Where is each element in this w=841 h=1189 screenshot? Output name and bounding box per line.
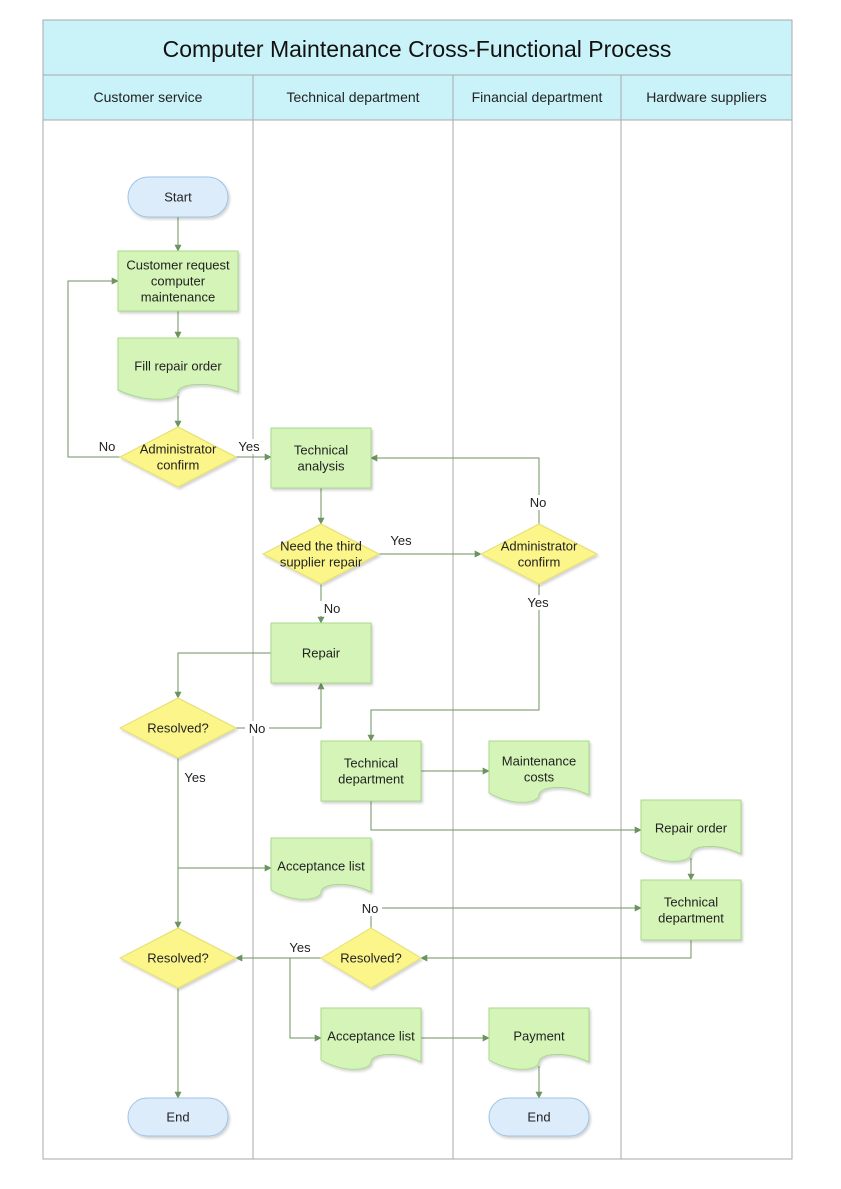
edge-label-background — [288, 940, 312, 955]
node-label: confirm — [157, 458, 200, 473]
connector-resolved2-tech_dept2 — [370, 904, 642, 928]
node-label: End — [166, 1110, 189, 1125]
node-label: Need the third — [280, 539, 362, 554]
edge-label-background — [358, 901, 382, 916]
diagram-title: Computer Maintenance Cross-Functional Pr… — [163, 36, 672, 62]
node-label: computer — [151, 274, 206, 289]
repair-process: Repair — [270, 622, 372, 684]
edge-label-background — [389, 533, 413, 548]
connector-tech_dept2-resolved2 — [420, 940, 692, 962]
edge-label-background — [183, 770, 207, 785]
end1-terminal: End — [127, 1097, 229, 1137]
connector-admin2-tech_analysis — [370, 454, 540, 524]
accept1-document: Acceptance list — [270, 837, 372, 900]
start-terminal: Start — [127, 176, 229, 218]
payment-document: Payment — [488, 1007, 590, 1070]
lane-header-customer-service: Customer service — [94, 89, 203, 105]
repair-order-document: Repair order — [640, 799, 742, 862]
resolved3-decision: Resolved? — [118, 927, 238, 989]
node-label: Acceptance list — [327, 1029, 415, 1044]
node-label: analysis — [298, 459, 345, 474]
edge-label-no: No — [99, 439, 116, 454]
lane-header-financial-department: Financial department — [472, 89, 603, 105]
node-label: Resolved? — [147, 951, 208, 966]
node-label: Technical — [664, 895, 718, 910]
lane-header-hardware-suppliers: Hardware suppliers — [646, 89, 767, 105]
node-label: Technical — [344, 756, 398, 771]
resolved1-decision: Resolved? — [118, 697, 238, 759]
edge-label-no: No — [249, 721, 266, 736]
node-label: costs — [524, 770, 555, 785]
end2-terminal: End — [488, 1097, 590, 1137]
edge-label-yes: Yes — [184, 770, 206, 785]
edge-label-background — [237, 439, 261, 454]
connector-repair-resolved1 — [174, 652, 271, 699]
node-label: Resolved? — [340, 951, 401, 966]
node-label: Technical — [294, 443, 348, 458]
connector-branch-accept2 — [289, 958, 322, 1042]
node-label: Customer request — [126, 258, 230, 273]
title-band — [42, 19, 793, 76]
node-label: Resolved? — [147, 721, 208, 736]
node-label: Repair order — [655, 821, 728, 836]
edge-label-no: No — [362, 901, 379, 916]
edge-label-background — [320, 601, 344, 616]
connector-admin1-request — [67, 277, 120, 458]
edge-label-yes: Yes — [238, 439, 260, 454]
node-label: Fill repair order — [134, 359, 222, 374]
edge-label-background — [245, 721, 269, 736]
node-label: Start — [164, 190, 192, 205]
node-label: Maintenance — [502, 754, 576, 769]
node-label: department — [658, 911, 724, 926]
node-label: Payment — [513, 1029, 565, 1044]
edge-label-background — [95, 439, 119, 454]
node-label: Acceptance list — [277, 859, 365, 874]
edge-label-yes: Yes — [390, 533, 412, 548]
diagram-body — [42, 119, 793, 1160]
lane-header-technical-department: Technical department — [286, 89, 419, 105]
accept2-document: Acceptance list — [320, 1007, 422, 1070]
connector-admin2-tech_dept1 — [367, 584, 540, 742]
connector-tech_dept1-repair_order — [370, 801, 642, 834]
edge-label-no: No — [324, 601, 341, 616]
node-label: End — [527, 1110, 550, 1125]
edge-label-yes: Yes — [527, 595, 549, 610]
node-label: Administrator — [501, 539, 578, 554]
node-label: Administrator — [140, 442, 217, 457]
node-label: supplier repair — [280, 555, 363, 570]
node-label: department — [338, 772, 404, 787]
edge-label-background — [526, 595, 550, 610]
node-label: Repair — [302, 646, 341, 661]
fill-document: Fill repair order — [117, 337, 239, 400]
edge-label-yes: Yes — [289, 940, 311, 955]
edge-label-background — [526, 495, 550, 510]
edge-label-no: No — [530, 495, 547, 510]
node-label: maintenance — [141, 290, 215, 305]
node-label: confirm — [518, 555, 561, 570]
lane-header-band — [42, 74, 793, 121]
resolved2-decision: Resolved? — [320, 927, 422, 989]
